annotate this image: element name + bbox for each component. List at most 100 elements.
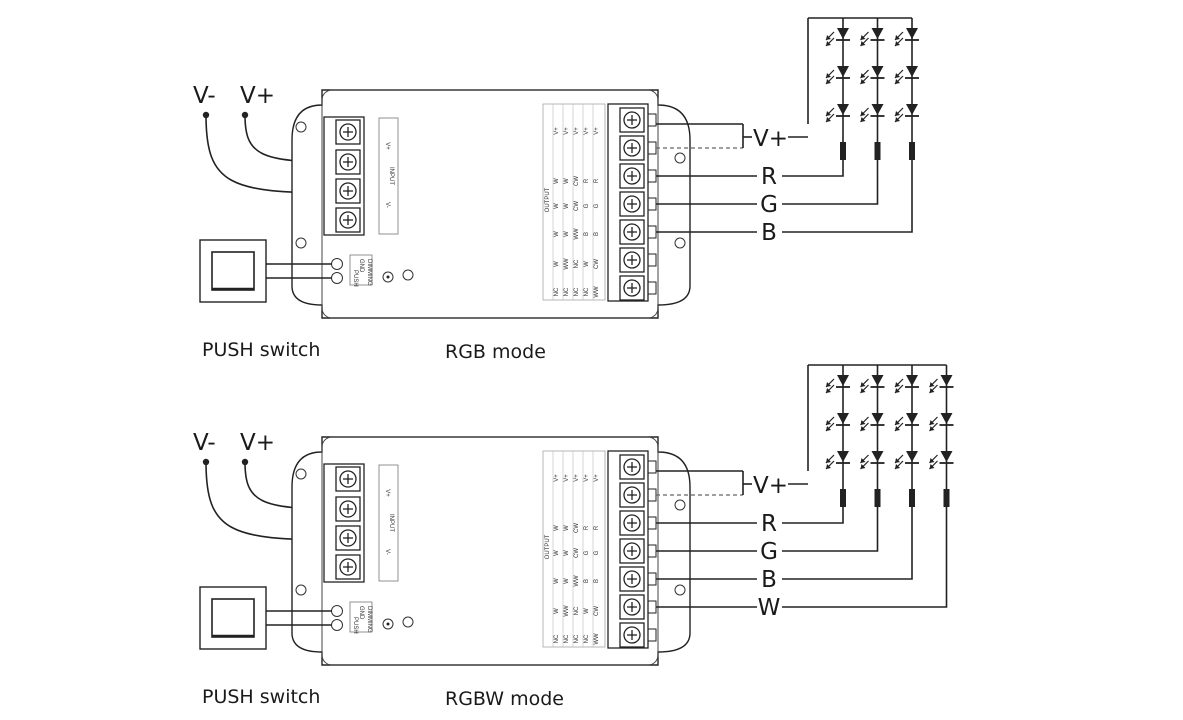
led-icon (860, 66, 885, 85)
output-table-cell: WW (564, 258, 570, 270)
led-icon (825, 375, 850, 394)
led-ray-head (826, 111, 831, 116)
output-table-cell: R (594, 178, 600, 183)
output-table-cell: NC (564, 634, 570, 643)
output-table-cell: NC (554, 287, 560, 296)
led-icon (894, 28, 919, 47)
led-triangle (871, 104, 884, 115)
indicator-led-dot (386, 275, 390, 279)
led-triangle (906, 375, 918, 386)
channel-wire (782, 522, 844, 524)
input-pin-label: V- (384, 549, 390, 555)
led-ray-head (895, 73, 900, 78)
led-ray-head (895, 426, 900, 431)
led-icon (860, 375, 885, 394)
output-terminal (619, 622, 645, 648)
output-table-cell: CW (574, 548, 580, 558)
channel-wire (782, 522, 948, 608)
led-icon (825, 413, 850, 432)
led-ray-head (826, 35, 831, 40)
output-table-cell: W (554, 578, 560, 584)
led-icon (894, 66, 919, 85)
output-table-cell: CW (594, 606, 600, 616)
output-table-cell: NC (574, 287, 580, 296)
led-ray-head (929, 458, 935, 463)
indicator-led (382, 618, 394, 630)
led-triangle (906, 28, 918, 39)
output-table-cell: NC (584, 287, 590, 296)
output-terminal (619, 566, 645, 592)
led-icon (929, 375, 954, 394)
led-resistor (909, 142, 915, 160)
output-table-cell: WW (594, 633, 600, 645)
led-ray-head (929, 420, 935, 425)
input-terminal-block (323, 463, 365, 583)
terminal-latch (647, 281, 657, 295)
output-table-cell: G (594, 550, 600, 555)
indicator-led-dot (386, 622, 390, 626)
led-ray-head (895, 382, 900, 387)
led-ray-head (860, 41, 866, 46)
terminal-latch (647, 253, 657, 267)
output-terminal (619, 135, 645, 161)
led-icon (929, 451, 954, 470)
vplus-wire-label: V+ (753, 126, 788, 152)
terminal-latch (647, 460, 657, 474)
v-plus-label: V+ (240, 83, 275, 109)
output-table-cell: W (554, 261, 560, 267)
output-table-cell: B (584, 579, 590, 583)
led-ray-head (895, 41, 900, 46)
mount-hole (674, 152, 686, 164)
v-minus-label: V- (193, 430, 216, 456)
output-table-cell: NC (554, 634, 560, 643)
output-terminal (619, 163, 645, 189)
output-table-cell: G (584, 203, 590, 208)
output-terminal (619, 510, 645, 536)
output-table-cell: V+ (574, 474, 580, 482)
led-resistor (943, 489, 950, 507)
vplus-wire-label: V+ (753, 473, 788, 499)
led-ray-head (860, 458, 866, 463)
led-icon (825, 451, 850, 470)
led-triangle (906, 413, 918, 424)
output-table-cell: V+ (594, 474, 600, 482)
output-table-cell: W (554, 203, 560, 209)
led-ray-head (860, 382, 866, 387)
led-ray-head (860, 73, 866, 78)
output-table-cell: WW (564, 605, 570, 617)
channel-wire (782, 175, 879, 205)
output-table-cell: W (554, 550, 560, 556)
input-pin-label: V+ (384, 489, 390, 497)
v-plus-label: V+ (240, 430, 275, 456)
mount-hole (295, 121, 307, 133)
led-triangle (906, 66, 918, 77)
output-block-label: OUTPUT (545, 534, 551, 559)
gnd-label: GND (358, 259, 364, 273)
output-table-cell: WW (594, 286, 600, 298)
led-ray-head (826, 79, 831, 84)
led-ray-head (826, 382, 831, 387)
output-table-cell: R (584, 178, 590, 183)
output-terminal (619, 594, 645, 620)
output-terminal (619, 191, 645, 217)
channel-label: B (761, 220, 777, 246)
led-ray-head (860, 426, 866, 431)
output-table-cell: V+ (554, 127, 560, 135)
led-icon (894, 451, 919, 470)
led-ray-head (860, 420, 866, 425)
output-table-cell: V+ (584, 474, 590, 482)
led-ray-head (860, 111, 866, 116)
led-ray-head (929, 426, 935, 431)
output-table-cell: W (564, 178, 570, 184)
input-pin-label: V+ (384, 142, 390, 150)
push-label: PUSH (352, 270, 358, 287)
output-table-cell: W (554, 608, 560, 614)
push-switch-button (211, 598, 255, 638)
output-table-cell: B (594, 232, 600, 236)
led-icon (860, 104, 885, 123)
input-terminal (335, 525, 361, 551)
led-icon (825, 66, 850, 85)
program-button (402, 616, 414, 628)
